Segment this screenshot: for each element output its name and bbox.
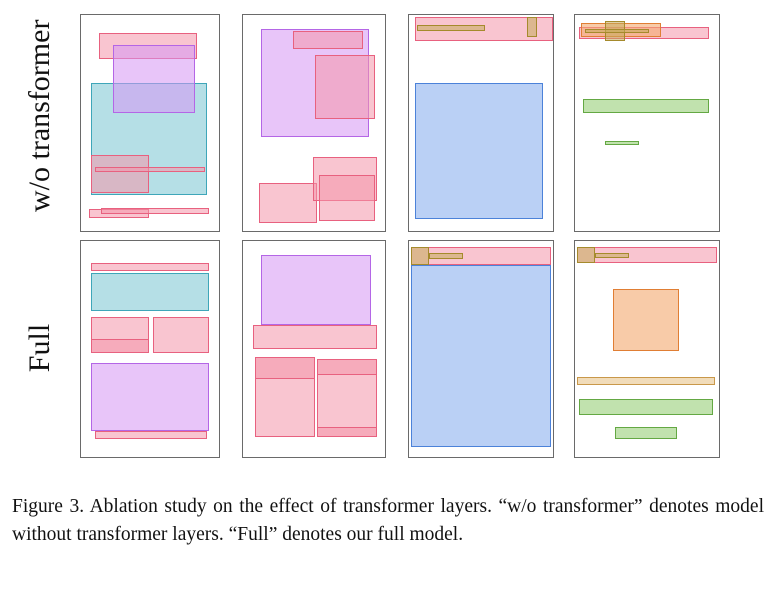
layout-panel-without-transformer-2 xyxy=(242,14,386,232)
layout-element xyxy=(95,431,207,439)
layout-element xyxy=(317,427,377,437)
figure-caption: Figure 3. Ablation study on the effect o… xyxy=(12,496,764,545)
layout-element xyxy=(91,273,209,311)
layout-element xyxy=(415,83,543,219)
layout-element xyxy=(411,265,551,447)
row-label-full: Full xyxy=(23,323,56,373)
row-label-without-transformer: w/o transformer xyxy=(23,19,56,212)
layout-panel-without-transformer-1 xyxy=(80,14,220,232)
layout-element xyxy=(583,99,709,113)
layout-panel-full-3 xyxy=(408,240,554,458)
layout-panel-without-transformer-4 xyxy=(574,14,720,232)
layout-element xyxy=(91,339,149,353)
layout-element xyxy=(261,255,371,325)
layout-element xyxy=(613,289,679,351)
layout-panel-without-transformer-3 xyxy=(408,14,554,232)
layout-panel-full-2 xyxy=(242,240,386,458)
layout-element xyxy=(319,175,375,221)
layout-panel-full-4 xyxy=(574,240,720,458)
layout-element xyxy=(253,325,377,349)
layout-element xyxy=(527,17,537,37)
layout-element xyxy=(615,427,677,439)
layout-element xyxy=(91,155,149,193)
layout-element xyxy=(417,25,485,31)
layout-element xyxy=(113,45,195,113)
layout-element xyxy=(605,141,639,145)
layout-element xyxy=(577,377,715,385)
layout-element xyxy=(91,363,209,431)
layout-element xyxy=(91,263,209,271)
layout-element xyxy=(595,253,629,258)
layout-element xyxy=(153,317,209,353)
layout-panel-full-1 xyxy=(80,240,220,458)
layout-element xyxy=(293,31,363,49)
layout-element xyxy=(315,55,375,119)
layout-element xyxy=(259,183,317,223)
layout-element xyxy=(317,359,377,375)
layout-element xyxy=(101,208,209,214)
layout-element xyxy=(95,167,205,172)
layout-element xyxy=(579,399,713,415)
layout-element xyxy=(585,29,649,33)
layout-element xyxy=(411,247,429,265)
layout-element xyxy=(255,357,315,379)
layout-element xyxy=(577,247,595,263)
layout-element xyxy=(429,253,463,259)
